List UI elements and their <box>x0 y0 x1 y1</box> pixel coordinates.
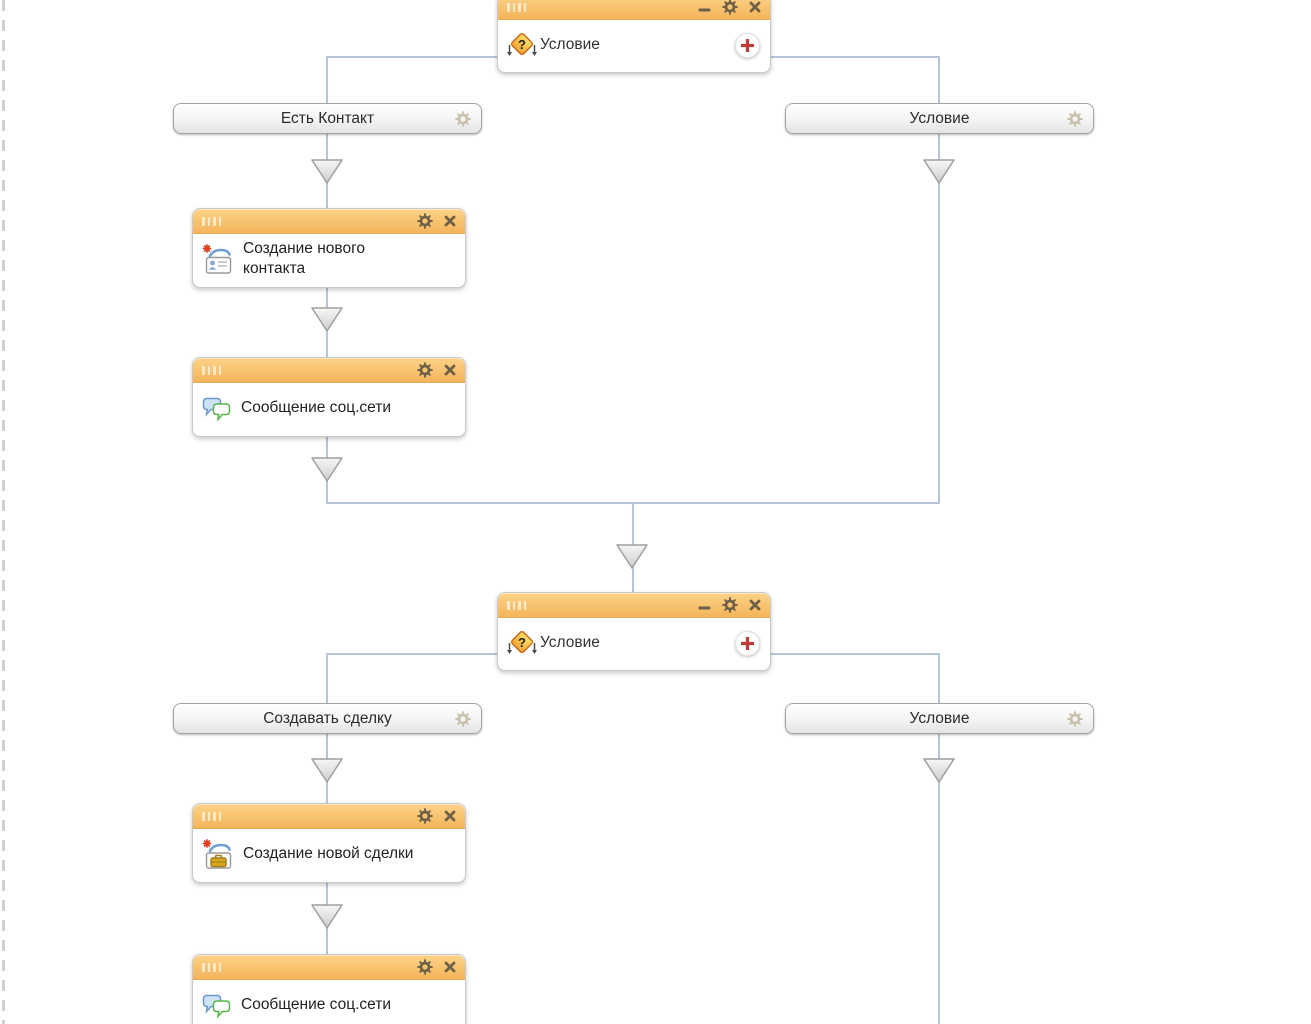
branch-button-uslovie-1[interactable]: Условие <box>785 103 1094 134</box>
drag-handle-icon <box>202 811 221 821</box>
add-branch-button[interactable] <box>735 630 760 656</box>
activity-label: Создание новой сделки <box>243 845 414 863</box>
activity-label: Сообщение соц.сети <box>241 996 391 1014</box>
connector-line <box>771 56 940 58</box>
plus-icon <box>741 38 754 52</box>
drag-handle-icon <box>202 216 221 226</box>
plus-icon <box>741 636 754 650</box>
connector-arrow-icon <box>309 456 345 483</box>
condition-diamond-icon: ? <box>507 630 537 654</box>
block-header[interactable] <box>193 804 465 829</box>
settings-gear-icon[interactable] <box>455 710 471 727</box>
activity-block-social-message-1: Сообщение соц.сети <box>192 357 466 437</box>
settings-gear-icon[interactable] <box>455 110 471 127</box>
settings-gear-icon[interactable] <box>417 213 433 229</box>
block-header[interactable] <box>498 593 770 618</box>
connector-line <box>326 56 328 103</box>
close-icon[interactable] <box>749 599 761 611</box>
condition-title: Условие <box>540 36 600 53</box>
connector-arrow-icon <box>921 757 957 784</box>
chat-bubbles-icon <box>202 397 231 422</box>
block-header[interactable] <box>498 0 770 20</box>
connector-line <box>327 653 497 655</box>
condition-title: Условие <box>540 634 600 651</box>
activity-block-create-contact: Создание нового контакта <box>192 208 466 288</box>
minimize-icon[interactable] <box>698 598 711 612</box>
connector-line <box>327 56 497 58</box>
connector-arrow-icon <box>614 543 650 570</box>
condition-diamond-icon: ? <box>507 32 537 56</box>
block-header[interactable] <box>193 358 465 383</box>
condition-block-2: ? Условие <box>497 592 771 671</box>
connector-line <box>771 653 940 655</box>
close-icon[interactable] <box>749 1 761 13</box>
branch-label: Есть Контакт <box>280 109 375 127</box>
connector-arrow-icon <box>309 757 345 784</box>
settings-gear-icon[interactable] <box>722 597 738 613</box>
settings-gear-icon[interactable] <box>1067 110 1083 127</box>
minimize-icon[interactable] <box>698 0 711 14</box>
settings-gear-icon[interactable] <box>417 362 433 378</box>
question-glyph: ? <box>518 635 526 650</box>
branch-button-uslovie-2[interactable]: Условие <box>785 703 1094 734</box>
settings-gear-icon[interactable] <box>722 0 738 15</box>
connector-line <box>938 653 940 703</box>
close-icon[interactable] <box>444 364 456 376</box>
branch-label: Условие <box>909 709 970 727</box>
drag-handle-icon <box>507 2 526 12</box>
close-icon[interactable] <box>444 961 456 973</box>
activity-label: Создание нового контакта <box>243 240 366 277</box>
settings-gear-icon[interactable] <box>417 808 433 824</box>
activity-label: Сообщение соц.сети <box>241 399 391 417</box>
canvas-left-dashed-border <box>2 0 5 1024</box>
connector-arrow-icon <box>921 158 957 185</box>
connector-line <box>938 734 940 1024</box>
condition-block-1: ? Условие <box>497 0 771 73</box>
branch-label: Создавать сделку <box>263 709 392 727</box>
branch-button-sozdavat-sdelku[interactable]: Создавать сделку <box>173 703 482 734</box>
connector-arrow-icon <box>309 158 345 185</box>
connector-arrow-icon <box>309 903 345 930</box>
branch-label: Условие <box>909 109 970 127</box>
connector-line <box>326 653 328 703</box>
chat-bubbles-icon <box>202 994 231 1019</box>
drag-handle-icon <box>507 600 526 610</box>
block-header[interactable] <box>193 955 465 980</box>
activity-block-create-deal: Создание новой сделки <box>192 803 466 883</box>
connector-line <box>938 134 940 504</box>
connector-line <box>326 502 940 504</box>
drag-handle-icon <box>202 962 221 972</box>
block-header[interactable] <box>193 209 465 234</box>
close-icon[interactable] <box>444 215 456 227</box>
close-icon[interactable] <box>444 810 456 822</box>
drag-handle-icon <box>202 365 221 375</box>
new-contact-card-icon <box>202 244 232 274</box>
activity-block-social-message-2: Сообщение соц.сети <box>192 954 466 1024</box>
branch-button-est-kontakt[interactable]: Есть Контакт <box>173 103 482 134</box>
question-glyph: ? <box>518 37 526 52</box>
connector-line <box>938 56 940 103</box>
settings-gear-icon[interactable] <box>1067 710 1083 727</box>
new-deal-briefcase-icon <box>202 839 232 869</box>
connector-arrow-icon <box>309 306 345 333</box>
add-branch-button[interactable] <box>735 32 760 58</box>
settings-gear-icon[interactable] <box>417 959 433 975</box>
